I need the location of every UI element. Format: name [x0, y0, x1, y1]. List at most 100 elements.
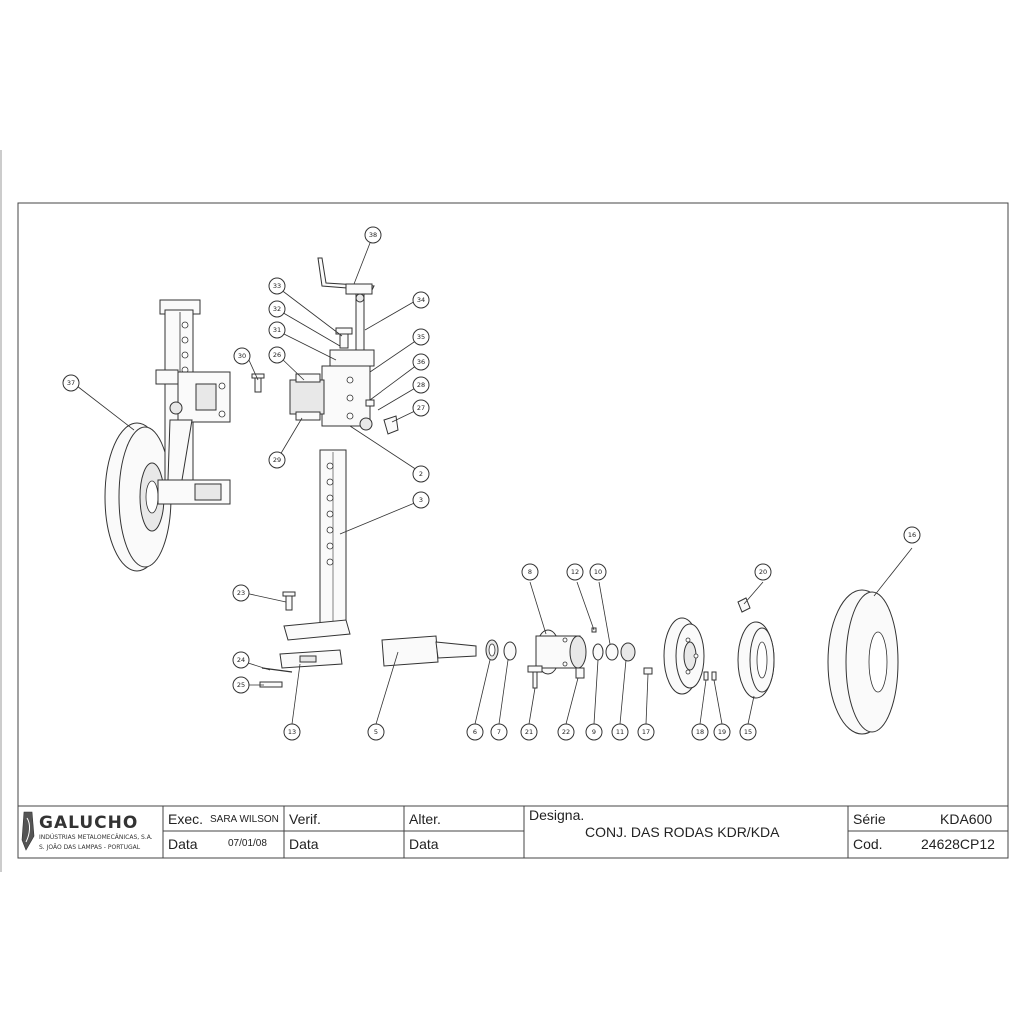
callout-29: 29 — [268, 451, 286, 469]
svg-text:3: 3 — [419, 496, 423, 504]
cod-label: Cod. — [853, 836, 883, 852]
svg-text:10: 10 — [594, 568, 602, 576]
callout-22: 22 — [557, 723, 575, 741]
callout-5: 5 — [367, 723, 385, 741]
telescopic-column — [283, 449, 351, 641]
svg-text:35: 35 — [417, 333, 425, 341]
svg-text:8: 8 — [528, 568, 532, 576]
callout-12: 12 — [566, 563, 584, 581]
foot-plate — [259, 591, 343, 688]
left-wheel-assembly — [104, 299, 231, 572]
svg-text:2: 2 — [419, 470, 423, 478]
callout-24: 24 — [232, 651, 250, 669]
svg-text:31: 31 — [273, 326, 281, 334]
company-name: GALUCHO — [39, 813, 139, 833]
svg-text:5: 5 — [374, 728, 378, 736]
svg-text:32: 32 — [273, 305, 281, 313]
callout-16: 16 — [903, 526, 921, 544]
svg-text:21: 21 — [525, 728, 533, 736]
svg-text:11: 11 — [616, 728, 624, 736]
callout-11: 11 — [611, 723, 629, 741]
svg-text:27: 27 — [417, 404, 425, 412]
svg-text:38: 38 — [369, 231, 377, 239]
svg-text:29: 29 — [273, 456, 281, 464]
callout-9: 9 — [585, 723, 603, 741]
callout-13: 13 — [283, 723, 301, 741]
exec-data-label: Data — [168, 836, 198, 852]
callout-37: 37 — [62, 374, 80, 392]
callout-17: 17 — [637, 723, 655, 741]
callout-8: 8 — [521, 563, 539, 581]
upper-bracket — [289, 349, 375, 431]
svg-text:16: 16 — [908, 531, 916, 539]
svg-text:13: 13 — [288, 728, 296, 736]
svg-text:15: 15 — [744, 728, 752, 736]
callout-32: 32 — [268, 300, 286, 318]
svg-text:6: 6 — [473, 728, 477, 736]
axle-tube — [381, 635, 477, 667]
svg-text:33: 33 — [273, 282, 281, 290]
wheel-disc — [737, 597, 775, 699]
hub-bearings — [485, 627, 653, 689]
callout-19: 19 — [713, 723, 731, 741]
alter-data-label: Data — [409, 836, 439, 852]
svg-text:37: 37 — [67, 379, 75, 387]
callout-31: 31 — [268, 321, 286, 339]
callout-27: 27 — [412, 399, 430, 417]
galucho-logo-icon — [21, 811, 35, 851]
exec-date: 07/01/08 — [228, 838, 267, 849]
callout-36: 36 — [412, 353, 430, 371]
callout-35: 35 — [412, 328, 430, 346]
tyre — [827, 589, 899, 735]
callout-3: 3 — [412, 491, 430, 509]
callout-7: 7 — [490, 723, 508, 741]
svg-text:34: 34 — [417, 296, 425, 304]
svg-text:18: 18 — [696, 728, 704, 736]
callout-21: 21 — [520, 723, 538, 741]
svg-text:24: 24 — [237, 656, 245, 664]
callout-23: 23 — [232, 584, 250, 602]
svg-text:22: 22 — [562, 728, 570, 736]
verif-data-label: Data — [289, 836, 319, 852]
svg-text:17: 17 — [642, 728, 650, 736]
svg-text:20: 20 — [759, 568, 767, 576]
callout-6: 6 — [466, 723, 484, 741]
alter-label: Alter. — [409, 811, 441, 827]
svg-text:30: 30 — [238, 352, 246, 360]
svg-text:26: 26 — [273, 351, 281, 359]
designation-label: Designa. — [529, 807, 585, 823]
callout-26: 26 — [268, 346, 286, 364]
svg-text:36: 36 — [417, 358, 425, 366]
callout-20: 20 — [754, 563, 772, 581]
callout-2: 2 — [412, 465, 430, 483]
verif-label: Verif. — [289, 811, 321, 827]
callout-10: 10 — [589, 563, 607, 581]
callout-33: 33 — [268, 277, 286, 295]
wheel-rim — [663, 617, 717, 695]
company-line-2: S. JOÃO DAS LAMPAS - PORTUGAL — [39, 844, 141, 851]
callout-28: 28 — [412, 376, 430, 394]
callout-balloons: 38 33 32 34 31 35 26 36 28 27 29 2 30 37… — [62, 226, 921, 741]
callout-34: 34 — [412, 291, 430, 309]
svg-text:7: 7 — [497, 728, 501, 736]
svg-text:28: 28 — [417, 381, 425, 389]
serie-value: KDA600 — [940, 811, 993, 827]
callout-38: 38 — [364, 226, 382, 244]
company-line-1: INDÚSTRIAS METALOMECÂNICAS, S.A. — [39, 834, 153, 841]
callout-25: 25 — [232, 676, 250, 694]
handle-crank — [317, 257, 375, 379]
designation-value: CONJ. DAS RODAS KDR/KDA — [585, 824, 780, 840]
exec-value: SARA WILSON — [210, 814, 279, 825]
callout-15: 15 — [739, 723, 757, 741]
callout-30: 30 — [233, 347, 251, 365]
svg-text:9: 9 — [592, 728, 596, 736]
svg-text:12: 12 — [571, 568, 579, 576]
svg-text:19: 19 — [718, 728, 726, 736]
svg-text:23: 23 — [237, 589, 245, 597]
cod-value: 24628CP12 — [921, 836, 995, 852]
exec-label: Exec. — [168, 811, 204, 827]
serie-label: Série — [853, 811, 886, 827]
callout-18: 18 — [691, 723, 709, 741]
